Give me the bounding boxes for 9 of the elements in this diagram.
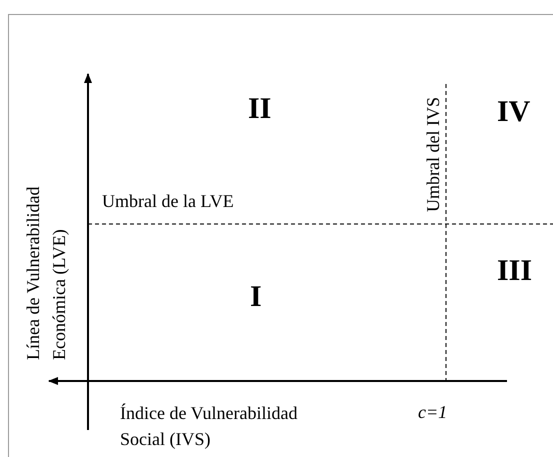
value-label: c=1 — [418, 403, 448, 423]
threshold-label: Umbral de la LVE — [102, 192, 234, 212]
quadrant-label: I — [250, 280, 262, 313]
quadrant-label: III — [497, 254, 532, 287]
axis-label: Índice de Vulnerabilidad Social (IVS) — [120, 402, 299, 452]
quadrant-label: II — [248, 92, 272, 125]
quadrant-label: IV — [497, 95, 530, 128]
axis-label: Línea de Vulnerabilidad Económica (LVE) — [22, 185, 70, 360]
threshold-label: Umbral del IVS — [424, 97, 444, 212]
